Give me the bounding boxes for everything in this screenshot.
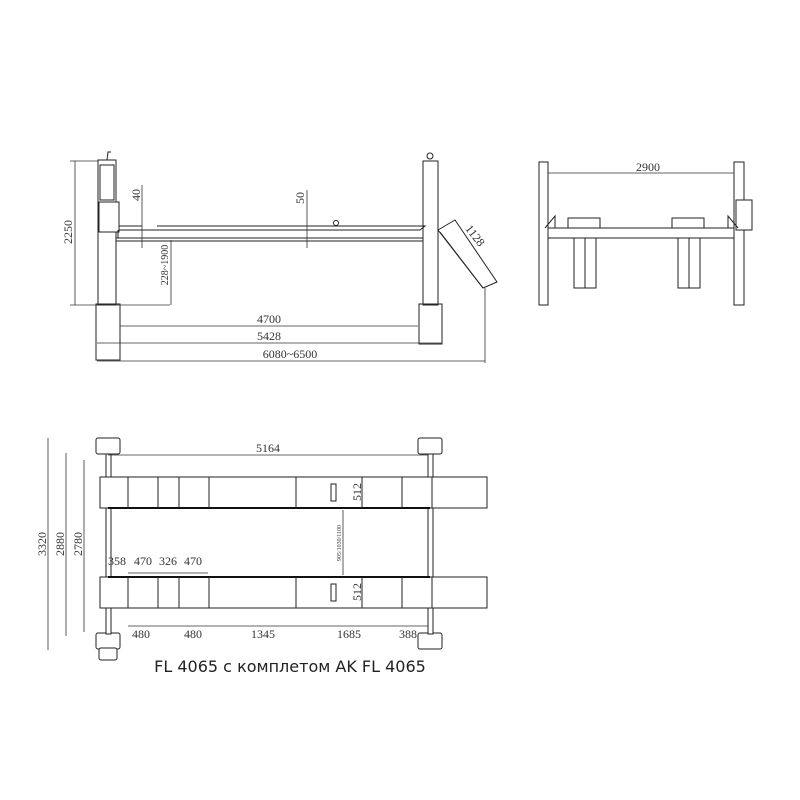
post-bottom-left: [95, 632, 121, 650]
dim-358: 358: [108, 554, 126, 568]
dim-5164: 5164: [256, 441, 280, 455]
bottom-approach-ramp: [431, 576, 488, 609]
dim-326: 326: [159, 554, 177, 568]
dim-40: 40: [129, 189, 143, 201]
front-right-column: [733, 161, 745, 306]
column-top-cap: [106, 151, 111, 161]
runway-top: [99, 476, 488, 509]
right-crossbeam: [427, 453, 434, 635]
dim-2250: 2250: [61, 220, 75, 244]
control-box: [98, 201, 120, 233]
dim-6080-6500: 6080~6500: [263, 347, 318, 361]
left-crossbeam: [105, 453, 112, 635]
top-approach-ramp: [431, 476, 488, 509]
right-base-plate: [418, 303, 443, 345]
front-right-jack: [671, 217, 705, 289]
ramp: [437, 219, 498, 289]
side-view: 2250 40 50 228~1900 1128 4700 5428 6080~…: [61, 151, 498, 363]
power-unit: [98, 647, 118, 661]
runway-pin: [333, 220, 339, 226]
dim-2900: 2900: [636, 160, 660, 174]
dim-470-a: 470: [134, 554, 152, 568]
dim-5428: 5428: [257, 329, 281, 343]
right-column: [422, 160, 439, 306]
dim-470-b: 470: [184, 554, 202, 568]
front-control-box: [735, 199, 753, 231]
post-top-right: [417, 437, 443, 455]
caption: FL 4065 с комплетом AK FL 4065: [154, 657, 426, 676]
dim-480-a: 480: [132, 627, 150, 641]
dim-1345: 1345: [251, 627, 275, 641]
dim-2880: 2880: [53, 532, 67, 556]
column-top-hook: [426, 152, 434, 160]
dim-228-1900: 228~1900: [160, 245, 171, 285]
front-left-jack: [567, 217, 601, 289]
top-view: 5164 3320 2880 2780 905/1030/1100 512 51…: [35, 437, 488, 661]
post-bottom-right: [417, 632, 443, 650]
front-crossbeam: [547, 227, 735, 239]
dim-480-b: 480: [184, 627, 202, 641]
front-left-column: [538, 161, 549, 306]
dim-runway-gap: 905/1030/1100: [337, 525, 343, 561]
dim-512-bottom: 512: [350, 583, 364, 601]
dim-512-top: 512: [350, 483, 364, 501]
dim-1685: 1685: [337, 627, 361, 641]
dim-50: 50: [293, 192, 307, 204]
runway-top: [119, 225, 427, 231]
front-view: 2900: [538, 160, 753, 306]
post-top-left: [95, 437, 121, 455]
dim-2780: 2780: [71, 532, 85, 556]
dim-388: 388: [399, 627, 417, 641]
dim-3320: 3320: [35, 532, 49, 556]
left-base-plate: [95, 303, 121, 361]
dim-4700: 4700: [257, 312, 281, 326]
runway-bottom: [99, 576, 488, 609]
runway-beam: [115, 237, 424, 242]
hydraulic-unit: [99, 164, 115, 201]
front-crossbeam-ends: [544, 214, 739, 229]
